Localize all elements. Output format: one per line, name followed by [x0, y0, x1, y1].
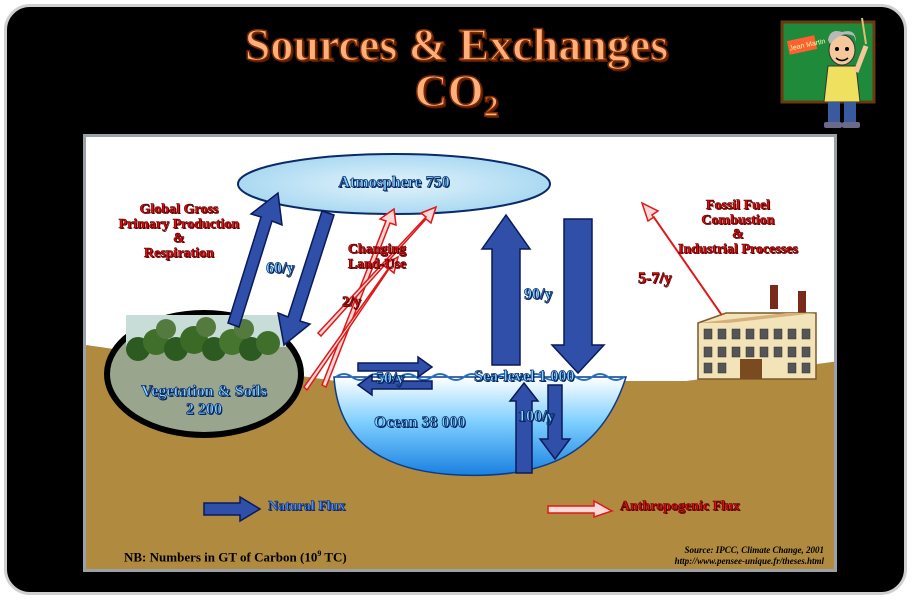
legend-natural-arrow-icon — [203, 495, 262, 523]
legend-anthropogenic-label: Anthropogenic Flux — [620, 499, 741, 514]
vegetation-line-2: 2 200 — [186, 400, 223, 418]
carbon-cycle-diagram: Atmosphere 750 Global Gross Primary Prod… — [83, 134, 837, 572]
landuse-line-1: Changing — [347, 242, 407, 257]
arrow-ocean-up — [480, 213, 532, 366]
subtitle-subscript: 2 — [483, 89, 500, 124]
arrow-ocean-down — [550, 218, 606, 375]
arrow-vegetation-down — [277, 210, 335, 347]
flux-vegetation-label: 60/y — [266, 260, 295, 277]
legend-natural-label: Natural Flux — [268, 499, 346, 514]
factory-building — [697, 285, 817, 380]
vegetation-line-1: Vegetation & Soils — [141, 383, 267, 401]
diagram-drawing — [86, 153, 834, 569]
flux-surface-exchange-label: 50/y — [376, 370, 405, 387]
arrow-landuse-1 — [321, 207, 397, 389]
gpp-label: Global Gross Primary Production & Respir… — [96, 202, 262, 262]
arrow-landuse-2 — [316, 205, 438, 338]
landuse-label: Changing Land-Use — [332, 242, 422, 272]
gpp-line-2: Primary Production — [118, 216, 240, 232]
units-note-text: NB: Numbers in GT of Carbon (10 — [124, 549, 318, 565]
fossil-line-3: & — [732, 227, 744, 243]
slide-title: Sources & Exchanges — [244, 18, 669, 71]
flux-fossil-label: 5-7/y — [638, 270, 672, 287]
teacher-cartoon-icon: Jean Martin — [780, 17, 876, 128]
arrow-deep-down — [538, 384, 572, 461]
arrow-exchange-left — [356, 373, 433, 397]
gpp-line-4: Respiration — [144, 246, 215, 262]
anthropogenic-flux-arrows — [303, 201, 723, 392]
arrow-landuse-3 — [303, 255, 400, 392]
sea-surface-wave — [335, 373, 625, 381]
source-citation: Source: IPCC, Climate Change, 2001 http:… — [675, 545, 824, 568]
units-note-end: TC) — [321, 549, 347, 565]
sea-level-label: Sea-level 1 000 — [474, 368, 575, 385]
arrow-deep-up — [508, 381, 540, 474]
fossil-line-2: Combustion — [701, 212, 775, 228]
source-url: http://www.pensee-unique.fr/theses.html — [674, 556, 824, 567]
natural-flux-arrows — [227, 191, 606, 474]
gpp-line-3: & — [173, 231, 185, 247]
fossil-line-1: Fossil Fuel — [705, 198, 771, 213]
fossil-line-4: Industrial Processes — [678, 242, 799, 258]
legend-anthropogenic-arrow-icon — [547, 499, 614, 519]
ocean-label: Ocean 38 000 — [374, 414, 466, 431]
landuse-line-2: Land-Use — [347, 256, 407, 272]
arrow-fossil — [640, 201, 723, 316]
fossil-label: Fossil Fuel Combustion & Industrial Proc… — [642, 198, 834, 258]
gpp-line-1: Global Gross — [139, 202, 219, 217]
flux-landuse-label: 2/y — [342, 294, 362, 310]
vegetation-label: Vegetation & Soils 2 200 — [106, 383, 302, 418]
subtitle-co: CO — [414, 64, 485, 117]
units-note: NB: Numbers in GT of Carbon (109 TC) — [124, 549, 347, 565]
flux-deep-ocean-label: 100/y — [518, 408, 555, 425]
flux-atmosphere-ocean-label: 90/y — [524, 286, 553, 303]
slide-subtitle: CO2 — [0, 64, 913, 124]
units-note-sup: 9 — [317, 549, 322, 558]
arrow-exchange-right — [357, 355, 434, 379]
arrow-vegetation-up — [227, 191, 283, 328]
atmosphere-label: Atmosphere 750 — [338, 174, 450, 191]
source-line-1: Source: IPCC, Climate Change, 2001 — [684, 545, 824, 555]
